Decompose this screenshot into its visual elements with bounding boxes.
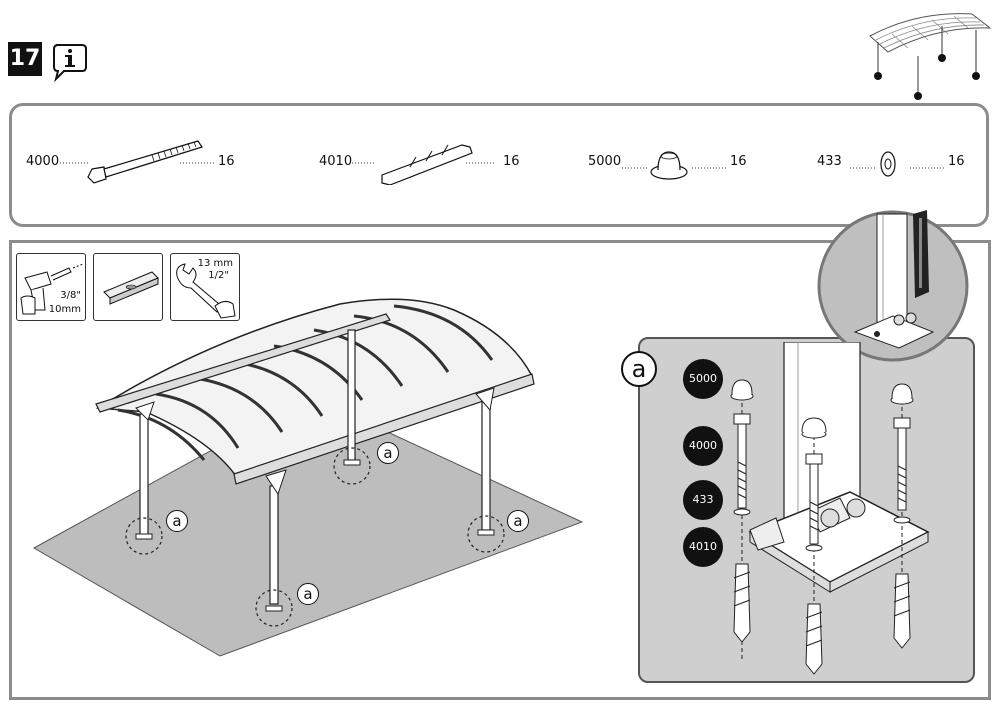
spirit-level-icon xyxy=(103,271,159,305)
part-code-4010: 4010 xyxy=(319,154,353,169)
tool-wrench: 13 mm 1/2" xyxy=(170,253,240,321)
bolt-cap-icon xyxy=(622,151,726,180)
part-qty-5000: 16 xyxy=(730,154,747,169)
hex-bolt-icon xyxy=(60,140,214,184)
detail-label: a xyxy=(621,351,657,387)
anchor-detail-illustration xyxy=(730,342,930,675)
part-qty-433: 16 xyxy=(948,154,965,169)
callout-a-back-left: a xyxy=(377,442,399,464)
part-qty-4010: 16 xyxy=(503,154,520,169)
wrench-size-in: 1/2" xyxy=(208,270,229,281)
washer-icon xyxy=(850,151,944,177)
badge-433: 433 xyxy=(683,480,723,520)
part-code-5000: 5000 xyxy=(588,154,622,169)
part-code-433: 433 xyxy=(817,154,842,169)
part-code-4000: 4000 xyxy=(26,154,60,169)
callout-a-back-right: a xyxy=(507,510,529,532)
info-icon xyxy=(53,44,87,82)
callout-a-front-left: a xyxy=(166,510,188,532)
drill-size-mm: 10mm xyxy=(48,304,81,315)
wall-anchor-icon xyxy=(352,144,496,185)
drill-icon xyxy=(20,263,84,315)
badge-4000: 4000 xyxy=(683,426,723,466)
zoom-magnifier xyxy=(817,210,969,362)
parts-panel xyxy=(9,103,989,227)
badge-4010: 4010 xyxy=(683,527,723,567)
drill-size-in: 3/8" xyxy=(60,290,81,301)
badge-5000: 5000 xyxy=(683,359,723,399)
carport-illustration xyxy=(32,298,584,657)
step-number: 17 xyxy=(8,42,42,76)
tool-level xyxy=(93,253,163,321)
overview-thumbnail xyxy=(869,13,992,100)
callout-a-front-right: a xyxy=(297,583,319,605)
wrench-size-mm: 13 mm xyxy=(197,258,233,269)
part-qty-4000: 16 xyxy=(218,154,235,169)
wrench-icon xyxy=(176,263,236,319)
tool-drill: 3/8" 10mm xyxy=(16,253,86,321)
